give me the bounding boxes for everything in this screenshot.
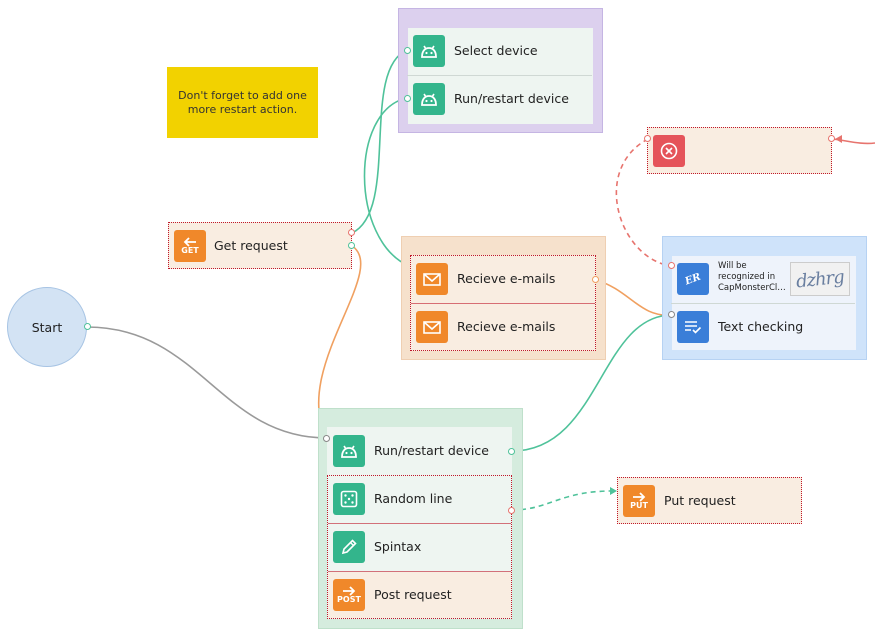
put-request-block[interactable]: PUT Put request: [617, 477, 802, 524]
get-request-block[interactable]: GET Get request: [168, 222, 352, 269]
run-device-label-top: Run/restart device: [454, 91, 569, 106]
post-request-label: Post request: [374, 587, 452, 602]
android-icon: [413, 35, 445, 67]
run-device-top-port[interactable]: [404, 95, 411, 102]
get-input-port[interactable]: [348, 229, 355, 236]
arrow-left-icon: GET: [174, 230, 206, 262]
receive-emails-label-2: Recieve e-mails: [457, 319, 556, 334]
put-verb: PUT: [630, 501, 648, 510]
sticky-note[interactable]: Don't forget to add one more restart act…: [167, 67, 318, 138]
text-checking-label: Text checking: [718, 319, 804, 334]
wire-email-to-text-check: [595, 279, 673, 316]
spintax-label: Spintax: [374, 539, 422, 554]
spintax-block[interactable]: Spintax: [327, 523, 512, 571]
captcha-icon: ER: [677, 263, 709, 295]
arrowhead-put: [610, 487, 617, 495]
start-node[interactable]: Start: [7, 287, 87, 367]
captcha-block[interactable]: ER Will be recognized in CapMonsterCl… d…: [671, 255, 855, 303]
receive-emails-label-1: Recieve e-mails: [457, 271, 556, 286]
android-icon: [413, 83, 445, 115]
wire-random-to-put: [511, 490, 618, 511]
run-device-block-top[interactable]: Run/restart device: [407, 75, 592, 123]
select-device-block[interactable]: Select device: [407, 27, 592, 75]
arrowhead-error: [835, 135, 842, 143]
error-input-port[interactable]: [644, 135, 651, 142]
email-group-divider: [411, 303, 595, 304]
wire-run-device-to-email: [363, 97, 410, 267]
select-device-port[interactable]: [404, 47, 411, 54]
text-checking-input-port[interactable]: [668, 311, 675, 318]
random-line-output-port[interactable]: [508, 507, 515, 514]
get-output-port[interactable]: [348, 242, 355, 249]
email-output-port[interactable]: [592, 276, 599, 283]
envelope-icon: [416, 263, 448, 295]
device-group-divider: [407, 75, 592, 76]
wire-start-to-run-device: [86, 326, 328, 439]
envelope-icon: [416, 311, 448, 343]
wire-error-to-captcha: [615, 138, 673, 267]
main-group-divider-1: [328, 523, 511, 524]
close-circle-icon: [653, 135, 685, 167]
random-line-block[interactable]: Random line: [327, 475, 512, 523]
main-input-port[interactable]: [323, 435, 330, 442]
select-device-label: Select device: [454, 43, 538, 58]
get-request-label: Get request: [214, 238, 288, 253]
text-checking-block[interactable]: Text checking: [671, 303, 855, 351]
receive-emails-block-1[interactable]: Recieve e-mails: [410, 255, 596, 303]
error-block[interactable]: [647, 127, 832, 174]
error-output-port[interactable]: [828, 135, 835, 142]
checklist-icon: [677, 311, 709, 343]
arrow-right-icon: PUT: [623, 485, 655, 517]
get-verb: GET: [181, 246, 199, 255]
receive-emails-block-2[interactable]: Recieve e-mails: [410, 303, 596, 351]
run-device-block-main[interactable]: Run/restart device: [327, 427, 512, 475]
captcha-input-port[interactable]: [668, 262, 675, 269]
wire-main-to-text-check: [511, 314, 673, 452]
put-request-label: Put request: [664, 493, 736, 508]
start-label: Start: [31, 319, 63, 335]
dice-icon: [333, 483, 365, 515]
captcha-image-text: dzhrg: [795, 266, 845, 292]
check-group-divider: [671, 303, 855, 304]
arrow-right-icon: POST: [333, 579, 365, 611]
main-group-divider-2: [328, 571, 511, 572]
start-output-port[interactable]: [84, 323, 91, 330]
captcha-text: Will be recognized in CapMonsterCl…: [718, 261, 786, 293]
post-verb: POST: [337, 595, 361, 604]
run-device-label-main: Run/restart device: [374, 443, 489, 458]
wire-offscreen-to-error: [831, 138, 875, 145]
post-request-block[interactable]: POST Post request: [328, 572, 511, 618]
run-device-main-output-port[interactable]: [508, 448, 515, 455]
captcha-image: dzhrg: [790, 262, 850, 296]
random-line-label: Random line: [374, 491, 453, 506]
sticky-note-text: Don't forget to add one more restart act…: [178, 88, 307, 116]
pencil-icon: [333, 531, 365, 563]
wire-select-device-to-get: [351, 49, 408, 234]
android-icon: [333, 435, 365, 467]
